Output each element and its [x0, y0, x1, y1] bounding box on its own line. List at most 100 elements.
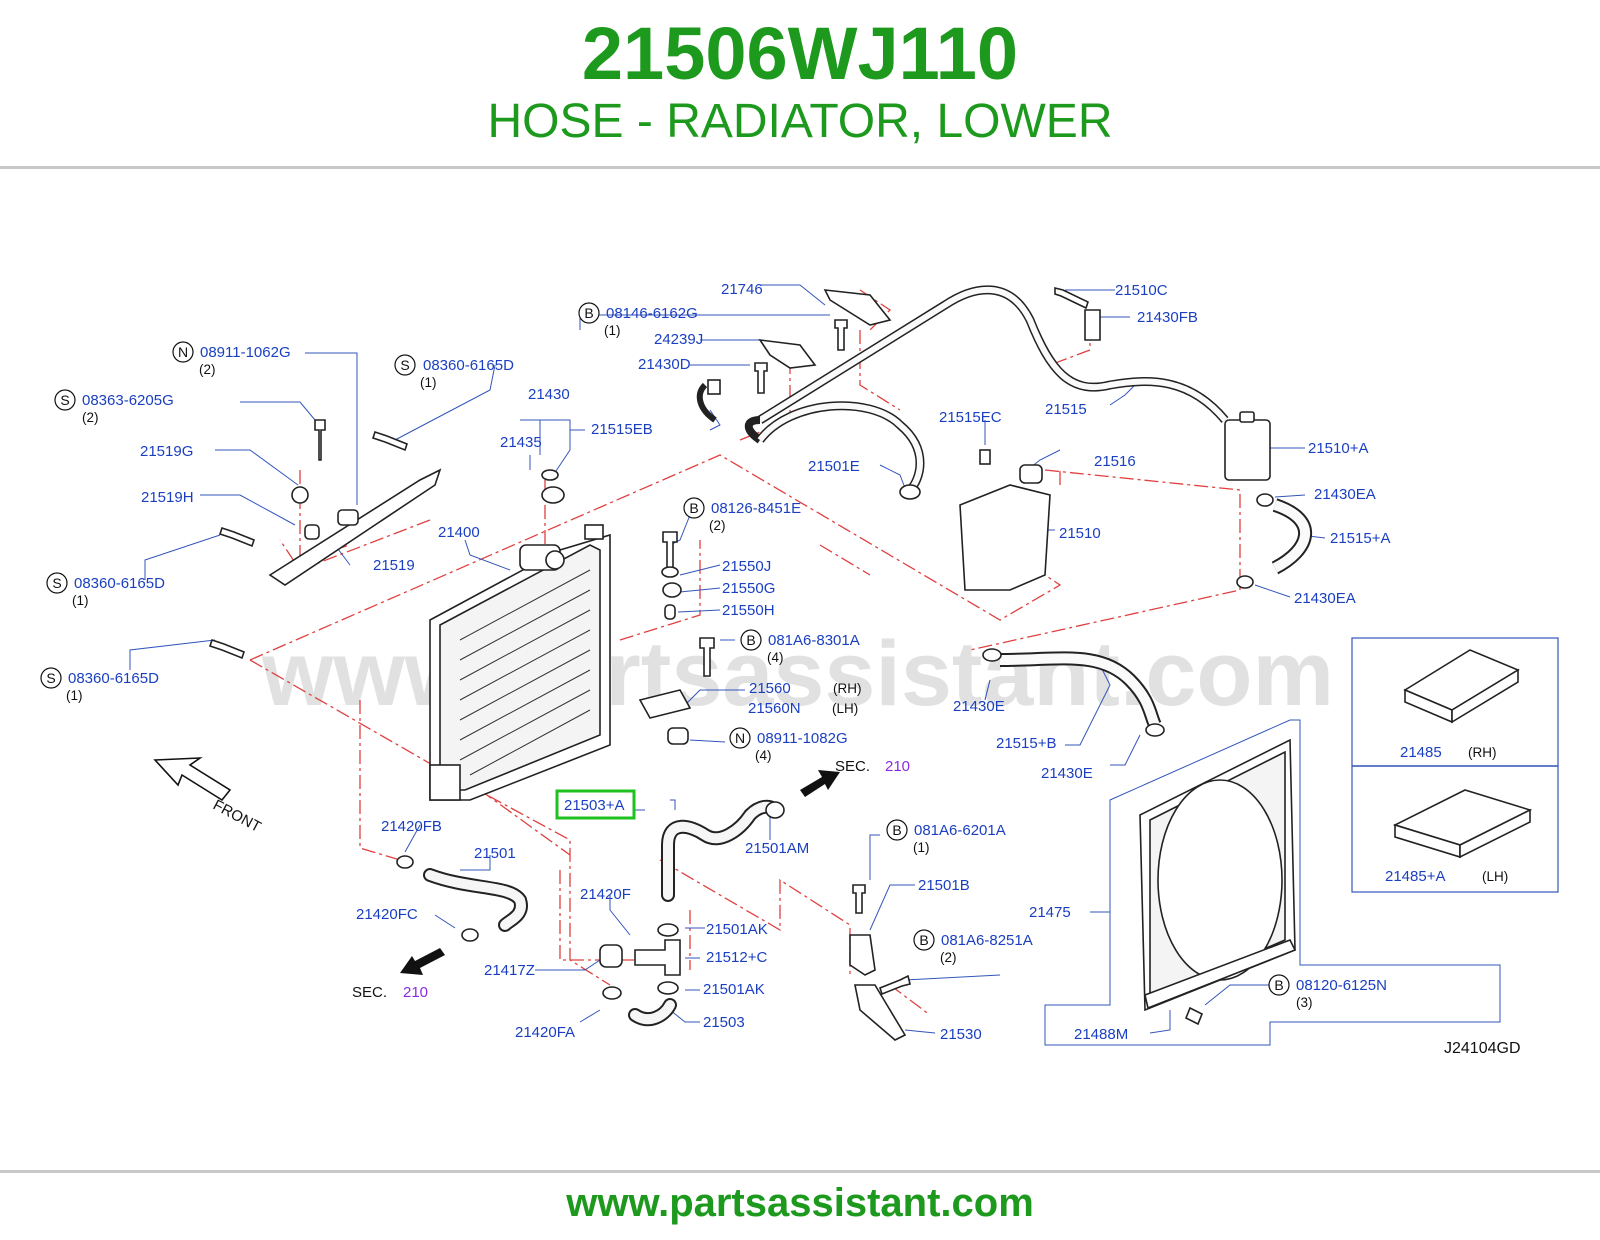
diagram-code: J24104GD: [1444, 1040, 1521, 1057]
radiator-cap-21430: [541, 469, 565, 504]
callout-n-08911-1062G[interactable]: N 08911-1062G (2): [172, 341, 291, 377]
svg-text:08360-6165D: 08360-6165D: [423, 357, 514, 374]
tee-fitting-21512C: [599, 939, 681, 976]
svg-text:(1): (1): [420, 375, 437, 390]
label-21488M[interactable]: 21488M: [1074, 1026, 1128, 1043]
svg-text:(1): (1): [66, 688, 83, 703]
label-24239J[interactable]: 24239J: [654, 331, 703, 348]
callout-b-08120-6125N[interactable]: B 08120-6125N (3): [1268, 974, 1387, 1010]
label-21550J[interactable]: 21550J: [722, 558, 771, 575]
label-21515A[interactable]: 21515+A: [1330, 530, 1390, 547]
callout-s-08360-6165D-top[interactable]: S 08360-6165D (1): [394, 354, 514, 390]
svg-text:(1): (1): [604, 323, 621, 338]
label-21550G[interactable]: 21550G: [722, 580, 775, 597]
svg-text:(1): (1): [913, 840, 930, 855]
callout-b-081A6-8251A[interactable]: B 081A6-8251A (2): [913, 929, 1033, 965]
label-21430D[interactable]: 21430D: [638, 356, 691, 373]
label-21510A[interactable]: 21510+A: [1308, 440, 1368, 457]
svg-text:B: B: [584, 305, 593, 321]
label-21510[interactable]: 21510: [1059, 525, 1101, 542]
reservoir-21510: [959, 411, 1271, 591]
svg-text:(4): (4): [755, 748, 772, 763]
label-21530[interactable]: 21530: [940, 1026, 982, 1043]
header-divider: [0, 166, 1600, 169]
svg-text:S: S: [52, 575, 61, 591]
sec-left-prefix: SEC.: [352, 984, 387, 1001]
svg-text:N: N: [735, 730, 745, 746]
brackets-top: [758, 289, 1101, 369]
label-21510C[interactable]: 21510C: [1115, 282, 1168, 299]
highlighted-part-label[interactable]: 21503+A: [564, 797, 624, 814]
svg-text:08126-8451E: 08126-8451E: [711, 500, 801, 517]
label-21501B[interactable]: 21501B: [918, 877, 970, 894]
callout-s-08363-6205G[interactable]: S 08363-6205G (2): [54, 389, 174, 425]
label-21430EA-bottom[interactable]: 21430EA: [1294, 590, 1356, 607]
label-21746[interactable]: 21746: [721, 281, 763, 298]
label-21550H[interactable]: 21550H: [722, 602, 775, 619]
svg-text:08911-1082G: 08911-1082G: [757, 730, 848, 747]
label-21501AK-top[interactable]: 21501AK: [706, 921, 768, 938]
svg-text:(4): (4): [767, 650, 784, 665]
callout-b-081A6-6201A[interactable]: B 081A6-6201A (1): [886, 819, 1006, 855]
callout-b-08146-6162G[interactable]: B 08146-6162G (1): [578, 302, 698, 338]
svg-text:(2): (2): [940, 950, 957, 965]
callout-b-08126-8451E[interactable]: B 08126-8451E (2): [683, 497, 801, 533]
svg-text:S: S: [46, 670, 55, 686]
label-21515EC[interactable]: 21515EC: [939, 409, 1002, 426]
label-21501AM[interactable]: 21501AM: [745, 840, 809, 857]
label-21420FA[interactable]: 21420FA: [515, 1024, 575, 1041]
svg-text:08146-6162G: 08146-6162G: [606, 305, 698, 322]
label-21400[interactable]: 21400: [438, 524, 480, 541]
callout-n-08911-1082G[interactable]: N 08911-1082G (4): [729, 727, 848, 763]
fan-shroud-21475: [1139, 738, 1297, 1012]
label-21519G[interactable]: 21519G: [140, 443, 193, 460]
label-21515[interactable]: 21515: [1045, 401, 1087, 418]
label-21420FC[interactable]: 21420FC: [356, 906, 418, 923]
footer-website-link[interactable]: www.partsassistant.com: [566, 1181, 1034, 1225]
label-21430[interactable]: 21430: [528, 386, 570, 403]
label-21519H[interactable]: 21519H: [141, 489, 194, 506]
label-21417Z[interactable]: 21417Z: [484, 962, 535, 979]
label-21475[interactable]: 21475: [1029, 904, 1071, 921]
svg-text:081A6-8301A: 081A6-8301A: [768, 632, 860, 649]
label-21515B[interactable]: 21515+B: [996, 735, 1056, 752]
label-21560[interactable]: 21560: [749, 680, 791, 697]
svg-text:(2): (2): [82, 410, 99, 425]
svg-text:08363-6205G: 08363-6205G: [82, 392, 174, 409]
hose-21501: [423, 868, 528, 932]
label-21435[interactable]: 21435: [500, 434, 542, 451]
label-21420F[interactable]: 21420F: [580, 886, 631, 903]
svg-text:08911-1062G: 08911-1062G: [200, 344, 291, 361]
label-21430E-bottom[interactable]: 21430E: [1041, 765, 1093, 782]
callout-s-08360-6165D-mid[interactable]: S 08360-6165D (1): [46, 572, 165, 608]
svg-text:08360-6165D: 08360-6165D: [74, 575, 165, 592]
highlighted-part-box[interactable]: [555, 789, 636, 820]
label-21503[interactable]: 21503: [703, 1014, 745, 1031]
label-21485[interactable]: 21485: [1400, 744, 1442, 761]
svg-text:B: B: [892, 822, 901, 838]
sec-arrows: [400, 770, 840, 975]
sec-right-link[interactable]: 210: [885, 758, 910, 775]
label-21501[interactable]: 21501: [474, 845, 516, 862]
label-21430E-top[interactable]: 21430E: [953, 698, 1005, 715]
label-21512C[interactable]: 21512+C: [706, 949, 767, 966]
sec-left-link[interactable]: 210: [403, 984, 428, 1001]
label-21501E[interactable]: 21501E: [808, 458, 860, 475]
svg-text:B: B: [919, 932, 928, 948]
label-21515EB[interactable]: 21515EB: [591, 421, 653, 438]
label-21501AK-bottom[interactable]: 21501AK: [703, 981, 765, 998]
label-21420FB[interactable]: 21420FB: [381, 818, 442, 835]
label-21519[interactable]: 21519: [373, 557, 415, 574]
label-21430EA-top[interactable]: 21430EA: [1314, 486, 1376, 503]
callout-b-081A6-8301A[interactable]: B 081A6-8301A (4): [740, 629, 860, 665]
label-21516[interactable]: 21516: [1094, 453, 1136, 470]
seal-boxes-21485: [1351, 637, 1559, 893]
callout-s-08360-6165D-low[interactable]: S 08360-6165D (1): [40, 667, 159, 703]
svg-text:081A6-8251A: 081A6-8251A: [941, 932, 1033, 949]
label-21430FB[interactable]: 21430FB: [1137, 309, 1198, 326]
front-arrow-icon: [153, 757, 232, 802]
svg-text:B: B: [746, 632, 755, 648]
svg-text:S: S: [400, 357, 409, 373]
label-21560N[interactable]: 21560N: [748, 700, 801, 717]
label-21485A[interactable]: 21485+A: [1385, 868, 1445, 885]
